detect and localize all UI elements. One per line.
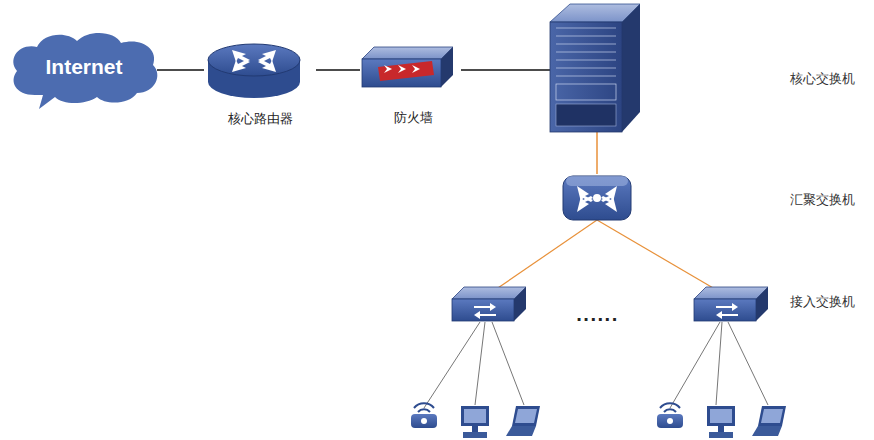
link-line: [597, 220, 720, 292]
access-switch-icon: [694, 287, 768, 321]
tier-label: 汇聚交换机: [790, 191, 855, 209]
ellipsis: ......: [576, 306, 618, 325]
device-links: [424, 322, 768, 408]
internet-cloud: Internet: [5, 29, 163, 111]
aggregation-switch-icon: [563, 176, 631, 220]
tier-label: 核心交换机: [790, 70, 855, 88]
wireless-ap-icon: [657, 403, 683, 428]
laptop-icon: [506, 406, 540, 436]
tier-label: 接入交换机: [790, 293, 855, 311]
cloud-label: Internet: [45, 55, 122, 79]
desktop-icon: [707, 406, 735, 438]
core-switch-icon: [550, 4, 640, 132]
device-label: 防火墙: [360, 109, 467, 127]
link-line: [596, 131, 598, 174]
firewall-icon: [360, 45, 455, 95]
link-line: [157, 69, 204, 71]
link-line: [492, 220, 597, 292]
desktop-icon: [461, 406, 489, 438]
router-icon: [204, 38, 304, 102]
link-line: [316, 69, 360, 71]
laptop-icon: [752, 406, 786, 436]
access-switch-icon: [452, 287, 526, 321]
router-node: 核心路由器: [204, 38, 316, 128]
wireless-ap-icon: [411, 403, 437, 428]
link-line: [461, 69, 552, 71]
device-label: 核心路由器: [204, 110, 316, 128]
firewall-node: 防火墙: [360, 45, 467, 127]
